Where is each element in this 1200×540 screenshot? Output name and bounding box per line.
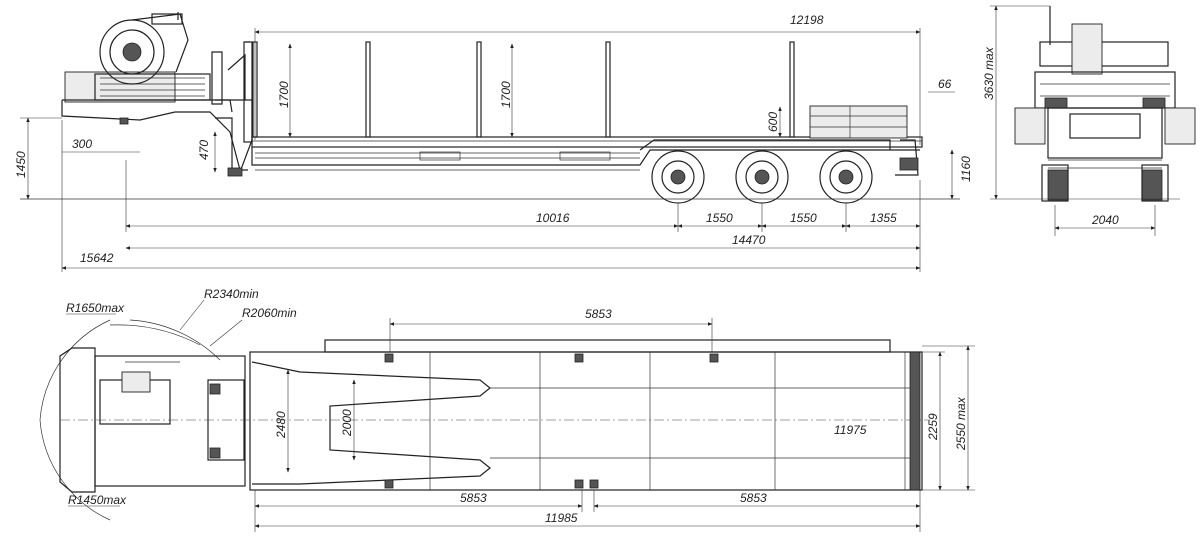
side-dimensions: 12198 1700 1700 600 66 1450 300 470 1160… [14, 13, 973, 272]
rear-view: 3630 max 2040 [982, 5, 1196, 236]
dim-12198: 12198 [790, 13, 824, 27]
dim-300: 300 [72, 137, 92, 151]
dim-1550-a: 1550 [706, 211, 733, 225]
tractor-unit [61, 71, 248, 171]
dim-14470: 14470 [732, 233, 766, 247]
dim-2550-max: 2550 max [954, 396, 968, 451]
dim-3630-max: 3630 max [982, 46, 996, 100]
dim-2000: 2000 [340, 409, 354, 437]
dim-600: 600 [766, 112, 780, 132]
dim-r2060min: R2060min [242, 306, 297, 320]
side-view: 12198 1700 1700 600 66 1450 300 470 1160… [14, 12, 973, 272]
dim-15642: 15642 [80, 251, 114, 265]
axle-wheels [639, 139, 891, 204]
dim-5853-bottom-right: 5853 [740, 491, 767, 505]
dim-11975: 11975 [834, 423, 867, 437]
trailer-deck [251, 41, 923, 176]
dim-1700-front: 1700 [277, 81, 291, 108]
dim-11985: 11985 [545, 511, 578, 525]
top-view: R1650max R2340min R2060min R1450max 5853… [39, 287, 975, 532]
dim-2259: 2259 [926, 413, 940, 441]
dim-2040: 2040 [1091, 213, 1119, 227]
gooseneck [211, 41, 253, 177]
dim-r1450max: R1450max [68, 493, 127, 507]
dim-1450: 1450 [14, 151, 28, 178]
dim-10016: 10016 [536, 211, 570, 225]
dim-5853-bottom-left: 5853 [460, 491, 487, 505]
dim-2480: 2480 [274, 411, 288, 439]
spare-wheel [99, 12, 189, 85]
dim-1160: 1160 [959, 156, 973, 182]
dim-66: 66 [938, 77, 952, 91]
dim-1700-mid: 1700 [499, 81, 513, 108]
dim-470: 470 [197, 140, 211, 160]
dim-1355: 1355 [870, 211, 897, 225]
dim-r2340min: R2340min [204, 287, 259, 301]
dim-r1650max: R1650max [66, 301, 125, 315]
dim-5853-top: 5853 [585, 307, 612, 321]
dim-1550-b: 1550 [790, 211, 817, 225]
